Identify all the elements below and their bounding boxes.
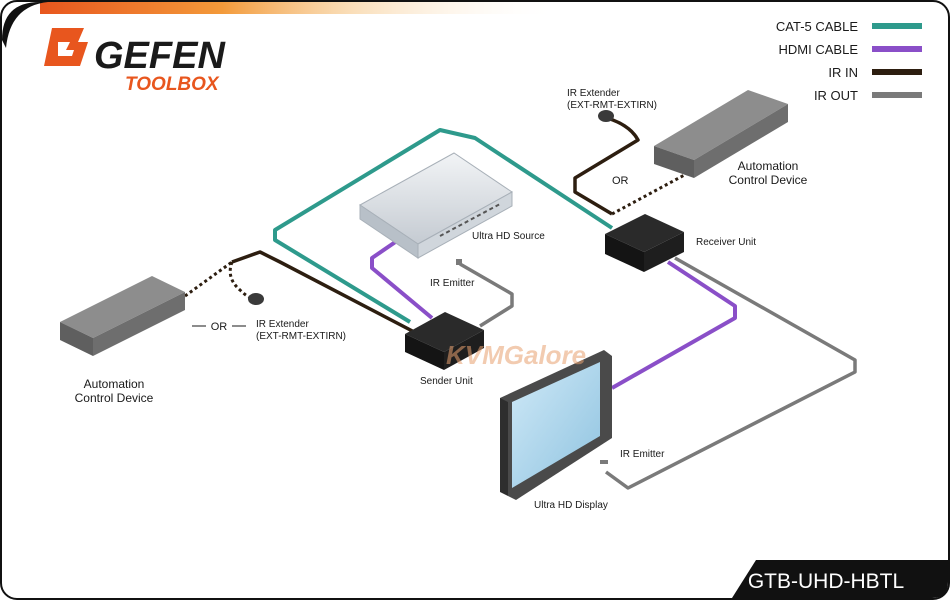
ir-extender-dotted-left [228, 261, 257, 300]
watermark: KVMGalore [446, 340, 586, 370]
ir-extender-left-label-2: (EXT-RMT-EXTIRN) [256, 331, 346, 342]
display-label: Ultra HD Display [534, 500, 608, 511]
or-right-label: OR [612, 175, 629, 187]
emitter-display-label: IR Emitter [620, 449, 665, 460]
cat5-cable [273, 128, 614, 324]
legend-swatch-ir-in [872, 69, 922, 75]
or-left-label: OR [211, 321, 228, 333]
ir-extender-right-label-2: (EXT-RMT-EXTIRN) [567, 100, 657, 111]
ir-extender-left-icon [248, 293, 264, 305]
legend-label-hdmi: HDMI CABLE [779, 42, 859, 57]
ir-extender-right-icon [598, 110, 614, 122]
ir-in-cable-right [573, 116, 640, 216]
model-name: GTB-UHD-HBTL [748, 570, 904, 593]
automation-right-label-2: Control Device [729, 173, 808, 187]
automation-device-left [60, 276, 185, 356]
gefen-logo-mark [44, 28, 88, 66]
ir-in-cable-left [231, 250, 421, 337]
sender-unit [405, 312, 484, 370]
ir-in-dotted-right [611, 170, 691, 216]
top-accent-bar [40, 2, 560, 14]
legend-label-cat5: CAT-5 CABLE [776, 19, 858, 34]
ir-out-cable-display [604, 256, 857, 490]
legend-swatch-cat5 [872, 23, 922, 29]
automation-device-right [654, 90, 788, 178]
model-tab [732, 560, 948, 598]
ultra-hd-source [359, 152, 513, 259]
ir-extender-right-label-1: IR Extender [567, 88, 620, 99]
brand-name: GEFEN [94, 35, 226, 77]
automation-left-label-1: Automation [84, 377, 145, 391]
ir-extender-left-label-1: IR Extender [256, 319, 309, 330]
hdmi-cable-source-sender [370, 230, 434, 320]
brand-sub: TOOLBOX [125, 74, 220, 95]
ir-out-cable-source [459, 262, 514, 328]
legend-swatch-hdmi [872, 46, 922, 52]
gefen-logo: GEFEN TOOLBOX [44, 28, 226, 95]
ultra-hd-display [500, 350, 612, 500]
frame-corner [2, 2, 48, 48]
hdmi-cable-receiver-display [611, 260, 737, 390]
sender-label: Sender Unit [420, 376, 473, 387]
emitter-source-icon [456, 259, 462, 265]
legend-label-ir-in: IR IN [828, 65, 858, 80]
automation-left-label-2: Control Device [75, 391, 154, 405]
source-label: Ultra HD Source [472, 231, 545, 242]
receiver-label: Receiver Unit [696, 237, 756, 248]
legend-label-ir-out: IR OUT [814, 88, 858, 103]
automation-right-label-1: Automation [738, 159, 799, 173]
legend: CAT-5 CABLE HDMI CABLE IR IN IR OUT [776, 19, 922, 103]
receiver-unit [605, 214, 684, 272]
legend-swatch-ir-out [872, 92, 922, 98]
ir-in-dotted-left [184, 260, 233, 298]
emitter-source-label: IR Emitter [430, 278, 475, 289]
